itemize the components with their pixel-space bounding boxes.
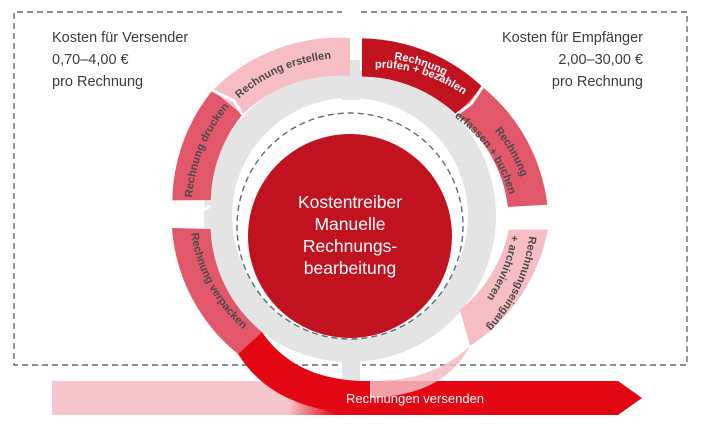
ring-gap-bottom	[342, 340, 360, 385]
arrow-swoosh-right	[370, 346, 470, 398]
sender-cost-unit: pro Rechnung	[52, 74, 143, 90]
chevron-separator	[211, 89, 244, 116]
arrow-swoosh	[238, 332, 360, 415]
segment-eingang-archivieren	[460, 229, 548, 346]
segment-erfassen-buchen	[456, 87, 548, 207]
recipient-cost-box	[361, 11, 688, 366]
center-line-1: Kostentreiber	[298, 192, 402, 212]
sender-cost-title: Kosten für Versender	[52, 30, 188, 46]
recipient-cost-title: Kosten für Empfänger	[502, 30, 643, 46]
segment-pruefen-bezahlen	[362, 38, 483, 115]
center-line-4: bearbeitung	[304, 258, 396, 278]
center-circle	[248, 134, 452, 338]
recipient-cost-unit: pro Rechnung	[552, 74, 643, 90]
chevron-separator	[507, 208, 548, 222]
bottom-arrow-label: Rechnungen versenden	[346, 391, 484, 406]
center-line-3: Rechnungs-	[303, 236, 398, 256]
segment-rechnung-erstellen	[212, 37, 350, 115]
segment-rechnung-verpacken	[172, 228, 262, 354]
sender-cost-box	[13, 11, 343, 366]
center-line-2: Manuelle	[314, 214, 385, 234]
chevron-separator	[455, 86, 484, 116]
chevron-separator	[171, 204, 212, 218]
sender-cost-range: 0,70–4,00 €	[52, 52, 129, 68]
recipient-cost-range: 2,00–30,00 €	[558, 52, 643, 68]
segment-rechnung-drucken	[172, 90, 243, 201]
